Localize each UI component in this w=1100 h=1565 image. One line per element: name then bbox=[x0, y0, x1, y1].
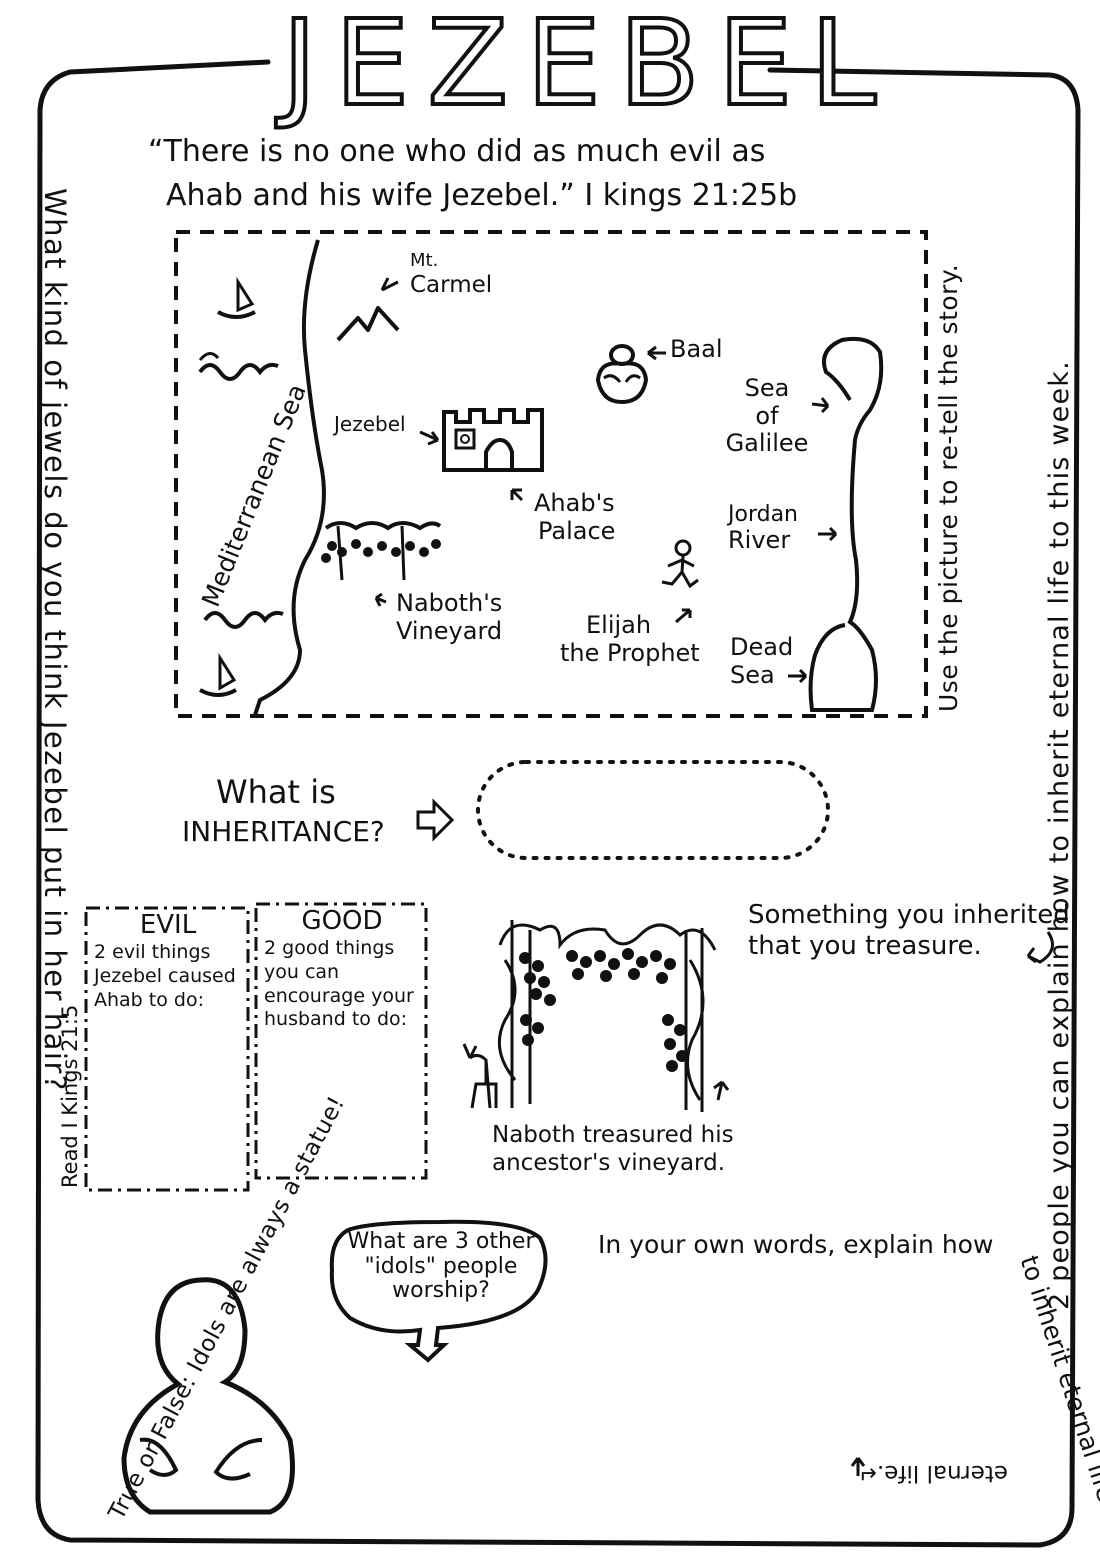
elijah-figure-icon bbox=[661, 539, 699, 589]
arrow-icon bbox=[713, 1080, 730, 1101]
quote-line: Ahab and his wife Jezebel.” I kings 21:2… bbox=[166, 177, 798, 213]
quote-line: “There is no one who did as much evil as bbox=[148, 134, 766, 169]
evil-box-title: EVIL bbox=[139, 910, 197, 940]
good-box-frame bbox=[254, 902, 428, 1180]
evil-box: EVIL 2 evil things Jezebel caused Ahab t… bbox=[90, 910, 246, 1012]
arrow-right-icon bbox=[416, 798, 455, 842]
evil-box-text: 2 evil things Jezebel caused Ahab to do: bbox=[94, 941, 236, 1011]
boat-icon bbox=[199, 652, 237, 697]
mountain-icon bbox=[336, 306, 400, 342]
jewels-prompt: What kind of jewels do you think Jezebel… bbox=[38, 188, 72, 1092]
label-baal: Baal bbox=[670, 335, 723, 363]
wave-icon bbox=[198, 362, 279, 381]
idols-bubble-text: What are 3 other "idols" people worship? bbox=[347, 1229, 535, 1304]
arrow-icon bbox=[818, 526, 838, 542]
label-ahabs-palace: Ahab's Palace bbox=[534, 489, 616, 545]
vineyard-arbor-icon bbox=[462, 920, 717, 1112]
good-box-text: 2 good things you can encourage your hus… bbox=[264, 937, 414, 1031]
coastline bbox=[253, 239, 326, 716]
label-sea-of-galilee: Sea of Galilee bbox=[725, 374, 809, 458]
arrow-icon bbox=[647, 345, 666, 361]
vineyard-caption: Naboth treasured his ancestor's vineyard… bbox=[492, 1122, 734, 1176]
page-title: JEZEBEL bbox=[280, 0, 895, 132]
map-retell-note: Use the picture to re-tell the story. bbox=[934, 263, 963, 712]
wave-icon bbox=[203, 610, 284, 629]
arrow-icon bbox=[675, 608, 692, 624]
speech-bubble bbox=[329, 1219, 548, 1363]
map-frame bbox=[174, 230, 928, 718]
label-jezebel: Jezebel bbox=[334, 412, 406, 436]
label-naboths-vineyard: Naboth's Vineyard bbox=[396, 589, 503, 645]
baal-idol-icon bbox=[595, 344, 649, 405]
explain-people-prompt: 2 people you can explain how to inherit … bbox=[1044, 360, 1075, 1310]
page-frame bbox=[35, 59, 1081, 1548]
good-box: GOOD 2 good things you can encourage you… bbox=[260, 906, 424, 1032]
good-box-title: GOOD bbox=[301, 906, 383, 936]
scripture-quote: “There is no one who did as much evil as… bbox=[148, 130, 797, 217]
wave-icon bbox=[198, 352, 220, 361]
read-kings-note: Read I Kings 21:5 bbox=[58, 1004, 82, 1188]
label-dead-sea: Dead Sea bbox=[730, 633, 794, 689]
jordan-river bbox=[808, 336, 884, 712]
explain-prompt-bottom: eternal life.↵ bbox=[857, 1460, 1008, 1486]
arrow-icon bbox=[510, 488, 524, 502]
boat-icon bbox=[217, 276, 256, 319]
arrow-icon bbox=[419, 430, 440, 446]
treasure-prompt: Something you inherited that you treasur… bbox=[748, 900, 1070, 962]
vineyard-small-icon bbox=[321, 521, 442, 581]
label-elijah: Elijah the Prophet bbox=[560, 611, 700, 667]
arrow-icon bbox=[374, 592, 387, 607]
inheritance-answer-box bbox=[476, 760, 830, 860]
explain-prompt: In your own words, explain how bbox=[598, 1230, 994, 1259]
label-mt-carmel: Mt. Carmel bbox=[410, 250, 493, 298]
arrow-up-icon bbox=[850, 1457, 866, 1476]
arrow-icon bbox=[788, 668, 808, 684]
label-jordan-river: Jordan River bbox=[728, 502, 798, 555]
arrow-icon bbox=[811, 397, 830, 414]
inheritance-prompt: What is INHERITANCE? bbox=[182, 773, 385, 848]
idol-statue-icon bbox=[121, 1277, 295, 1515]
evil-box-frame bbox=[84, 906, 250, 1192]
palace-icon bbox=[442, 408, 544, 472]
curved-arrow-icon bbox=[1026, 931, 1054, 964]
arrow-icon bbox=[380, 277, 399, 292]
